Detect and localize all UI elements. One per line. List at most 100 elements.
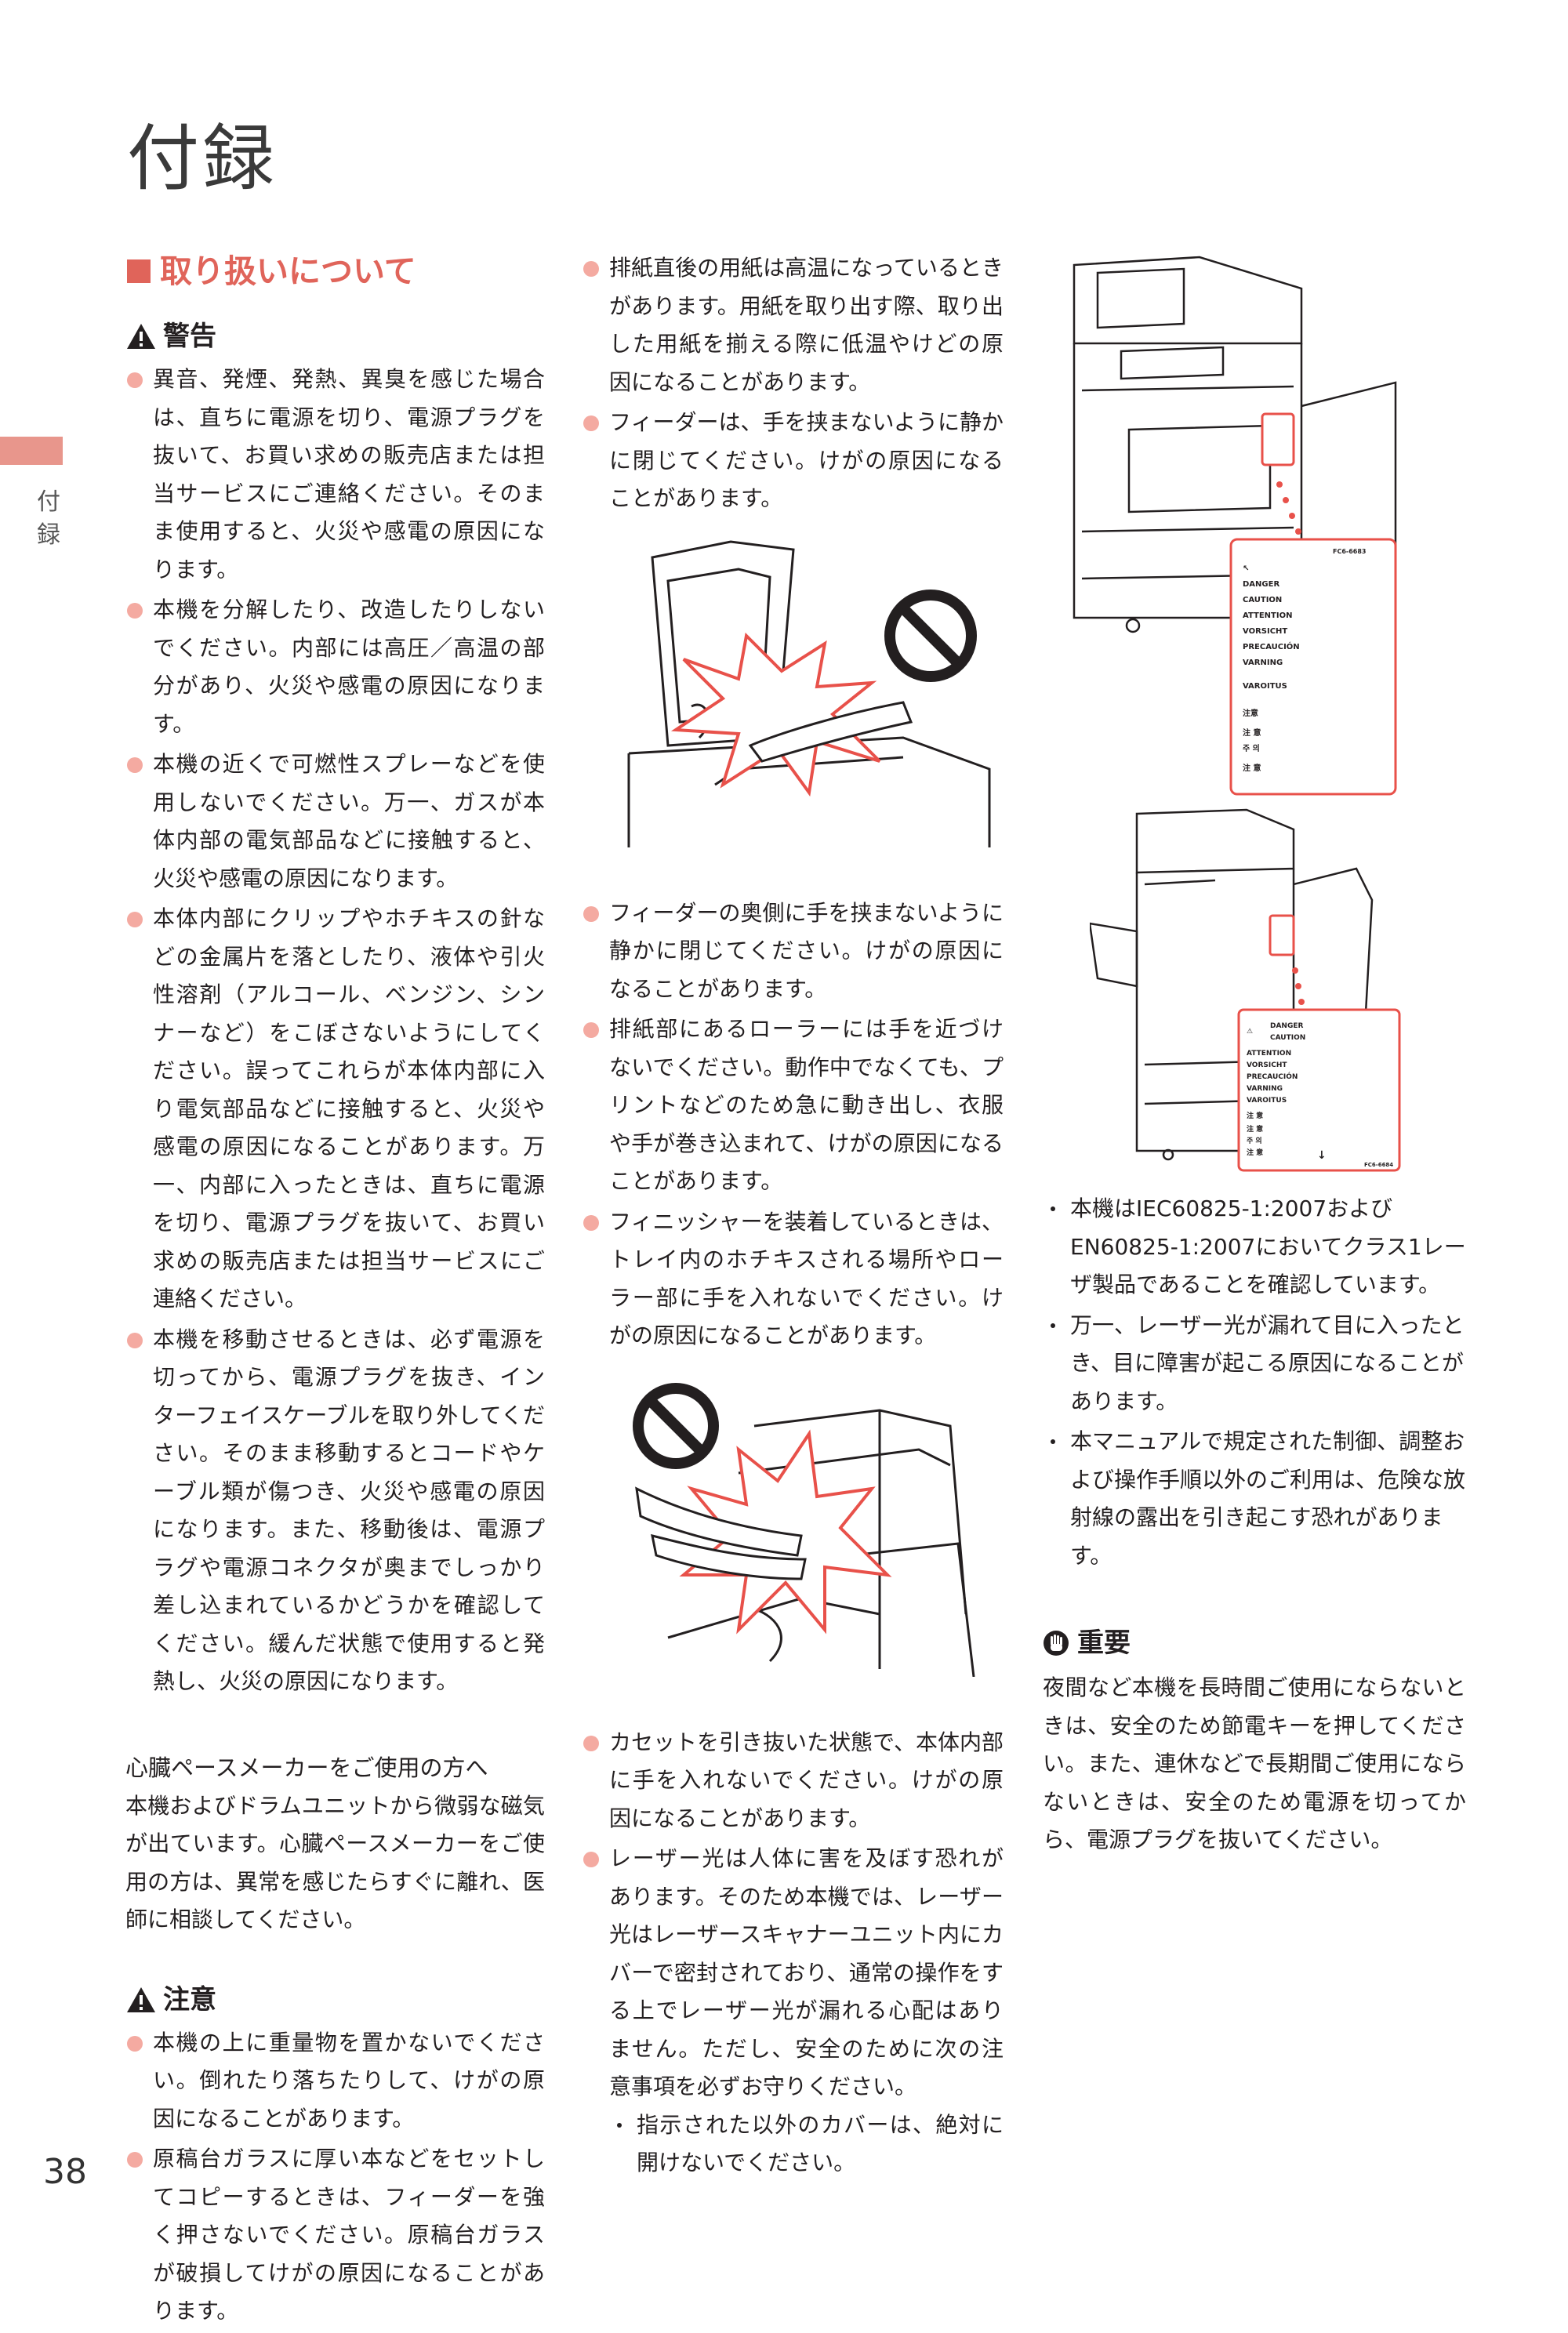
warning-list: 異音、発煙、発熱、異臭を感じた場合は、直ちに電源を切り、電源プラグを抜いて、お買… — [125, 361, 545, 1701]
list-item: レーザー光は人体に害を及ぼす恐れがあります。そのため本機では、レーザー光はレーザ… — [582, 1840, 1004, 2182]
sub-list-item-text: 指示された以外のカバーは、絶対に開けないでください。 — [637, 2111, 1004, 2176]
bullet-dot-icon — [583, 261, 599, 277]
sub-bullet-icon — [1051, 1439, 1055, 1444]
section-title-text: 取り扱いについて — [160, 252, 416, 290]
important-heading-text: 重要 — [1077, 1627, 1131, 1659]
warning-heading: 警告 — [125, 315, 545, 357]
laser-notes-list: 本機はIEC60825-1:2007およびEN60825-1:2007においてク… — [1043, 1190, 1466, 1575]
label-line: 注 意 — [1243, 763, 1261, 773]
copier-open-front-figure: ↖ FC6-6683 DANGER CAUTION ATTENTION VORS… — [1073, 256, 1397, 796]
bullet-dot-icon — [127, 757, 143, 773]
sub-bullet-icon — [1051, 1323, 1055, 1328]
list-item: 原稿台ガラスに厚い本などをセットしてコピーするときは、フィーダーを強く押さないで… — [125, 2140, 545, 2331]
sub-list: 指示された以外のカバーは、絶対に開けないでください。 — [609, 2106, 1004, 2182]
list-item-text: 異音、発煙、発熱、異臭を感じた場合は、直ちに電源を切り、電源プラグを抜いて、お買… — [153, 366, 545, 582]
side-label: 付録 — [37, 488, 60, 549]
warning-triangle-icon — [127, 324, 155, 349]
list-item-text: カセットを引き抜いた状態で、本体内部に手を入れないでください。けがの原因になるこ… — [609, 1729, 1004, 1831]
caution-list-cont-a: 排紙直後の用紙は高温になっているときがあります。用紙を取り出す際、取り出した用紙… — [582, 249, 1004, 518]
label-line: 주 의 — [1243, 743, 1260, 753]
bullet-dot-icon — [127, 912, 143, 927]
label-line: ATTENTION — [1247, 1050, 1291, 1058]
bullet-dot-icon — [127, 372, 143, 388]
sub-list-item: 万一、レーザー光が漏れて目に入ったとき、目に障害が起こる原因になることがあります… — [1043, 1307, 1466, 1421]
list-item-text: 排紙直後の用紙は高温になっているときがあります。用紙を取り出す際、取り出した用紙… — [609, 255, 1004, 395]
label-line: PRECAUCIÓN — [1243, 641, 1300, 651]
list-item: 異音、発煙、発熱、異臭を感じた場合は、直ちに電源を切り、電源プラグを抜いて、お買… — [125, 361, 545, 589]
column-middle: 排紙直後の用紙は高温になっているときがあります。用紙を取り出す際、取り出した用紙… — [582, 249, 1004, 2185]
label-line: VORSICHT — [1243, 627, 1287, 636]
list-item-text: フィーダーの奥側に手を挟まないように静かに閉じてください。けがの原因になることが… — [609, 899, 1004, 1002]
sub-list-item: 本機はIEC60825-1:2007およびEN60825-1:2007においてク… — [1043, 1190, 1466, 1304]
label-line: 注 意 — [1247, 1111, 1263, 1120]
caution-list: 本機の上に重量物を置かないでください。倒れたり落ちたりして、けがの原因になること… — [125, 2024, 545, 2331]
list-item: 本機を移動させるときは、必ず電源を切ってから、電源プラグを抜き、インターフェイス… — [125, 1321, 545, 1701]
label-line: DANGER — [1270, 1022, 1304, 1030]
column-left: 取り扱いについて 警告 異音、発煙、発熱、異臭を感じた場合は、直ちに電源を切り、… — [125, 249, 545, 2333]
pacemaker-heading: 心臓ペースメーカーをご使用の方へ — [125, 1754, 488, 1781]
pacemaker-body: 本機およびドラムユニットから微弱な磁気が出ています。心臓ペースメーカーをご使用の… — [125, 1792, 545, 1933]
list-item-text: 本機の近くで可燃性スプレーなどを使用しないでください。万一、ガスが本体内部の電気… — [153, 751, 545, 891]
label-line: CAUTION — [1270, 1034, 1305, 1042]
caution-heading-text: 注意 — [163, 1983, 216, 2016]
copier-label-illustration-1: ↖ FC6-6683 DANGER CAUTION ATTENTION VORS… — [1066, 249, 1403, 798]
caution-triangle-icon — [127, 1986, 155, 2012]
label-line: 注意 — [1243, 708, 1258, 718]
list-item-text: 本機を分解したり、改造したりしないでください。内部には高圧／高温の部分があり、火… — [153, 597, 545, 737]
label-code: FC6-6683 — [1333, 548, 1367, 555]
label-arrow-down-icon: ↓ — [1317, 1149, 1327, 1162]
list-item-text: フィニッシャーを装着しているときは、トレイ内のホチキスされる場所やローラー部に手… — [609, 1208, 1004, 1349]
label-line: VARNING — [1243, 659, 1283, 667]
label-line: ATTENTION — [1243, 611, 1292, 620]
list-item: 本体内部にクリップやホチキスの針などの金属片を落としたり、液体や引火性溶剤（アル… — [125, 900, 545, 1319]
list-item: 排紙部にあるローラーには手を近づけないでください。動作中でなくても、プリントなど… — [582, 1010, 1004, 1201]
list-item: 排紙直後の用紙は高温になっているときがあります。用紙を取り出す際、取り出した用紙… — [582, 249, 1004, 401]
feeder-hand-illustration — [621, 534, 997, 847]
finisher-hand-figure — [633, 1382, 975, 1677]
list-item: フィニッシャーを装着しているときは、トレイ内のホチキスされる場所やローラー部に手… — [582, 1203, 1004, 1355]
sub-list-item-text: 万一、レーザー光が漏れて目に入ったとき、目に障害が起こる原因になることがあります… — [1070, 1312, 1465, 1414]
list-item-text: 本機の上に重量物を置かないでください。倒れたり落ちたりして、けがの原因になること… — [153, 2029, 545, 2132]
label-line: 注 意 — [1247, 1148, 1263, 1157]
hand-stop-icon — [1044, 1631, 1069, 1656]
section-square-icon — [127, 259, 151, 283]
caution-list-cont-b: フィーダーの奥側に手を挟まないように静かに閉じてください。けがの原因になることが… — [582, 894, 1004, 1355]
bullet-dot-icon — [583, 1022, 599, 1038]
section-title: 取り扱いについて — [125, 249, 545, 293]
bullet-dot-icon — [127, 1332, 143, 1348]
sub-list-item: 本マニュアルで規定された制御、調整および操作手順以外のご利用は、危険な放射線の露… — [1043, 1423, 1466, 1575]
label-warning-arrow-icon: ↖ — [1243, 564, 1249, 573]
copier-side-figure: ⚠ DANGER CAUTION ATTENTION VORSICHT PREC… — [1088, 808, 1401, 1172]
list-item: 本機の上に重量物を置かないでください。倒れたり落ちたりして、けがの原因になること… — [125, 2024, 545, 2139]
warning-heading-text: 警告 — [163, 321, 216, 352]
feeder-hand-figure — [627, 539, 991, 847]
label-line: VARNING — [1247, 1085, 1283, 1093]
bullet-dot-icon — [583, 1852, 599, 1867]
caution-list-cont-c: カセットを引き抜いた状態で、本体内部に手を入れないでください。けがの原因になるこ… — [582, 1724, 1004, 2182]
bullet-dot-icon — [127, 2035, 143, 2052]
label-line: 注 意 — [1243, 727, 1261, 738]
important-body: 夜間など本機を長時間ご使用にならないときは、安全のため節電キーを押してください。… — [1043, 1674, 1466, 1852]
list-item: カセットを引き抜いた状態で、本体内部に手を入れないでください。けがの原因になるこ… — [582, 1724, 1004, 1838]
sub-list-item-text: 本マニュアルで規定された制御、調整および操作手順以外のご利用は、危険な放射線の露… — [1070, 1428, 1466, 1569]
label-line: PRECAUCIÓN — [1247, 1072, 1298, 1081]
label-warning-sign-icon: ⚠ — [1247, 1028, 1253, 1036]
label-line: CAUTION — [1243, 596, 1282, 604]
copier-label-illustration-2: ⚠ DANGER CAUTION ATTENTION VORSICHT PREC… — [1088, 806, 1403, 1174]
caution-heading: 注意 — [125, 1979, 545, 2021]
list-item-text: 原稿台ガラスに厚い本などをセットしてコピーするときは、フィーダーを強く押さないで… — [153, 2146, 545, 2324]
label-line: VAROITUS — [1243, 682, 1287, 691]
bullet-dot-icon — [583, 415, 599, 431]
label-line: VAROITUS — [1247, 1097, 1287, 1105]
bullet-dot-icon — [127, 603, 143, 619]
bullet-dot-icon — [583, 1214, 599, 1231]
list-item-text: レーザー光は人体に害を及ぼす恐れがあります。そのため本機では、レーザー光はレーザ… — [609, 1845, 1004, 2099]
bullet-dot-icon — [127, 2152, 143, 2168]
list-item-text: フィーダーは、手を挟まないように静かに閉じてください。けがの原因になることがあり… — [609, 409, 1004, 511]
page-title: 付録 — [127, 117, 278, 201]
label-line: 주 의 — [1247, 1136, 1262, 1145]
list-item: フィーダーは、手を挟まないように静かに閉じてください。けがの原因になることがあり… — [582, 404, 1004, 518]
sub-list-item: 指示された以外のカバーは、絶対に開けないでください。 — [609, 2106, 1004, 2182]
side-tab-marker — [0, 437, 63, 465]
label-code: FC6-6684 — [1364, 1162, 1393, 1168]
